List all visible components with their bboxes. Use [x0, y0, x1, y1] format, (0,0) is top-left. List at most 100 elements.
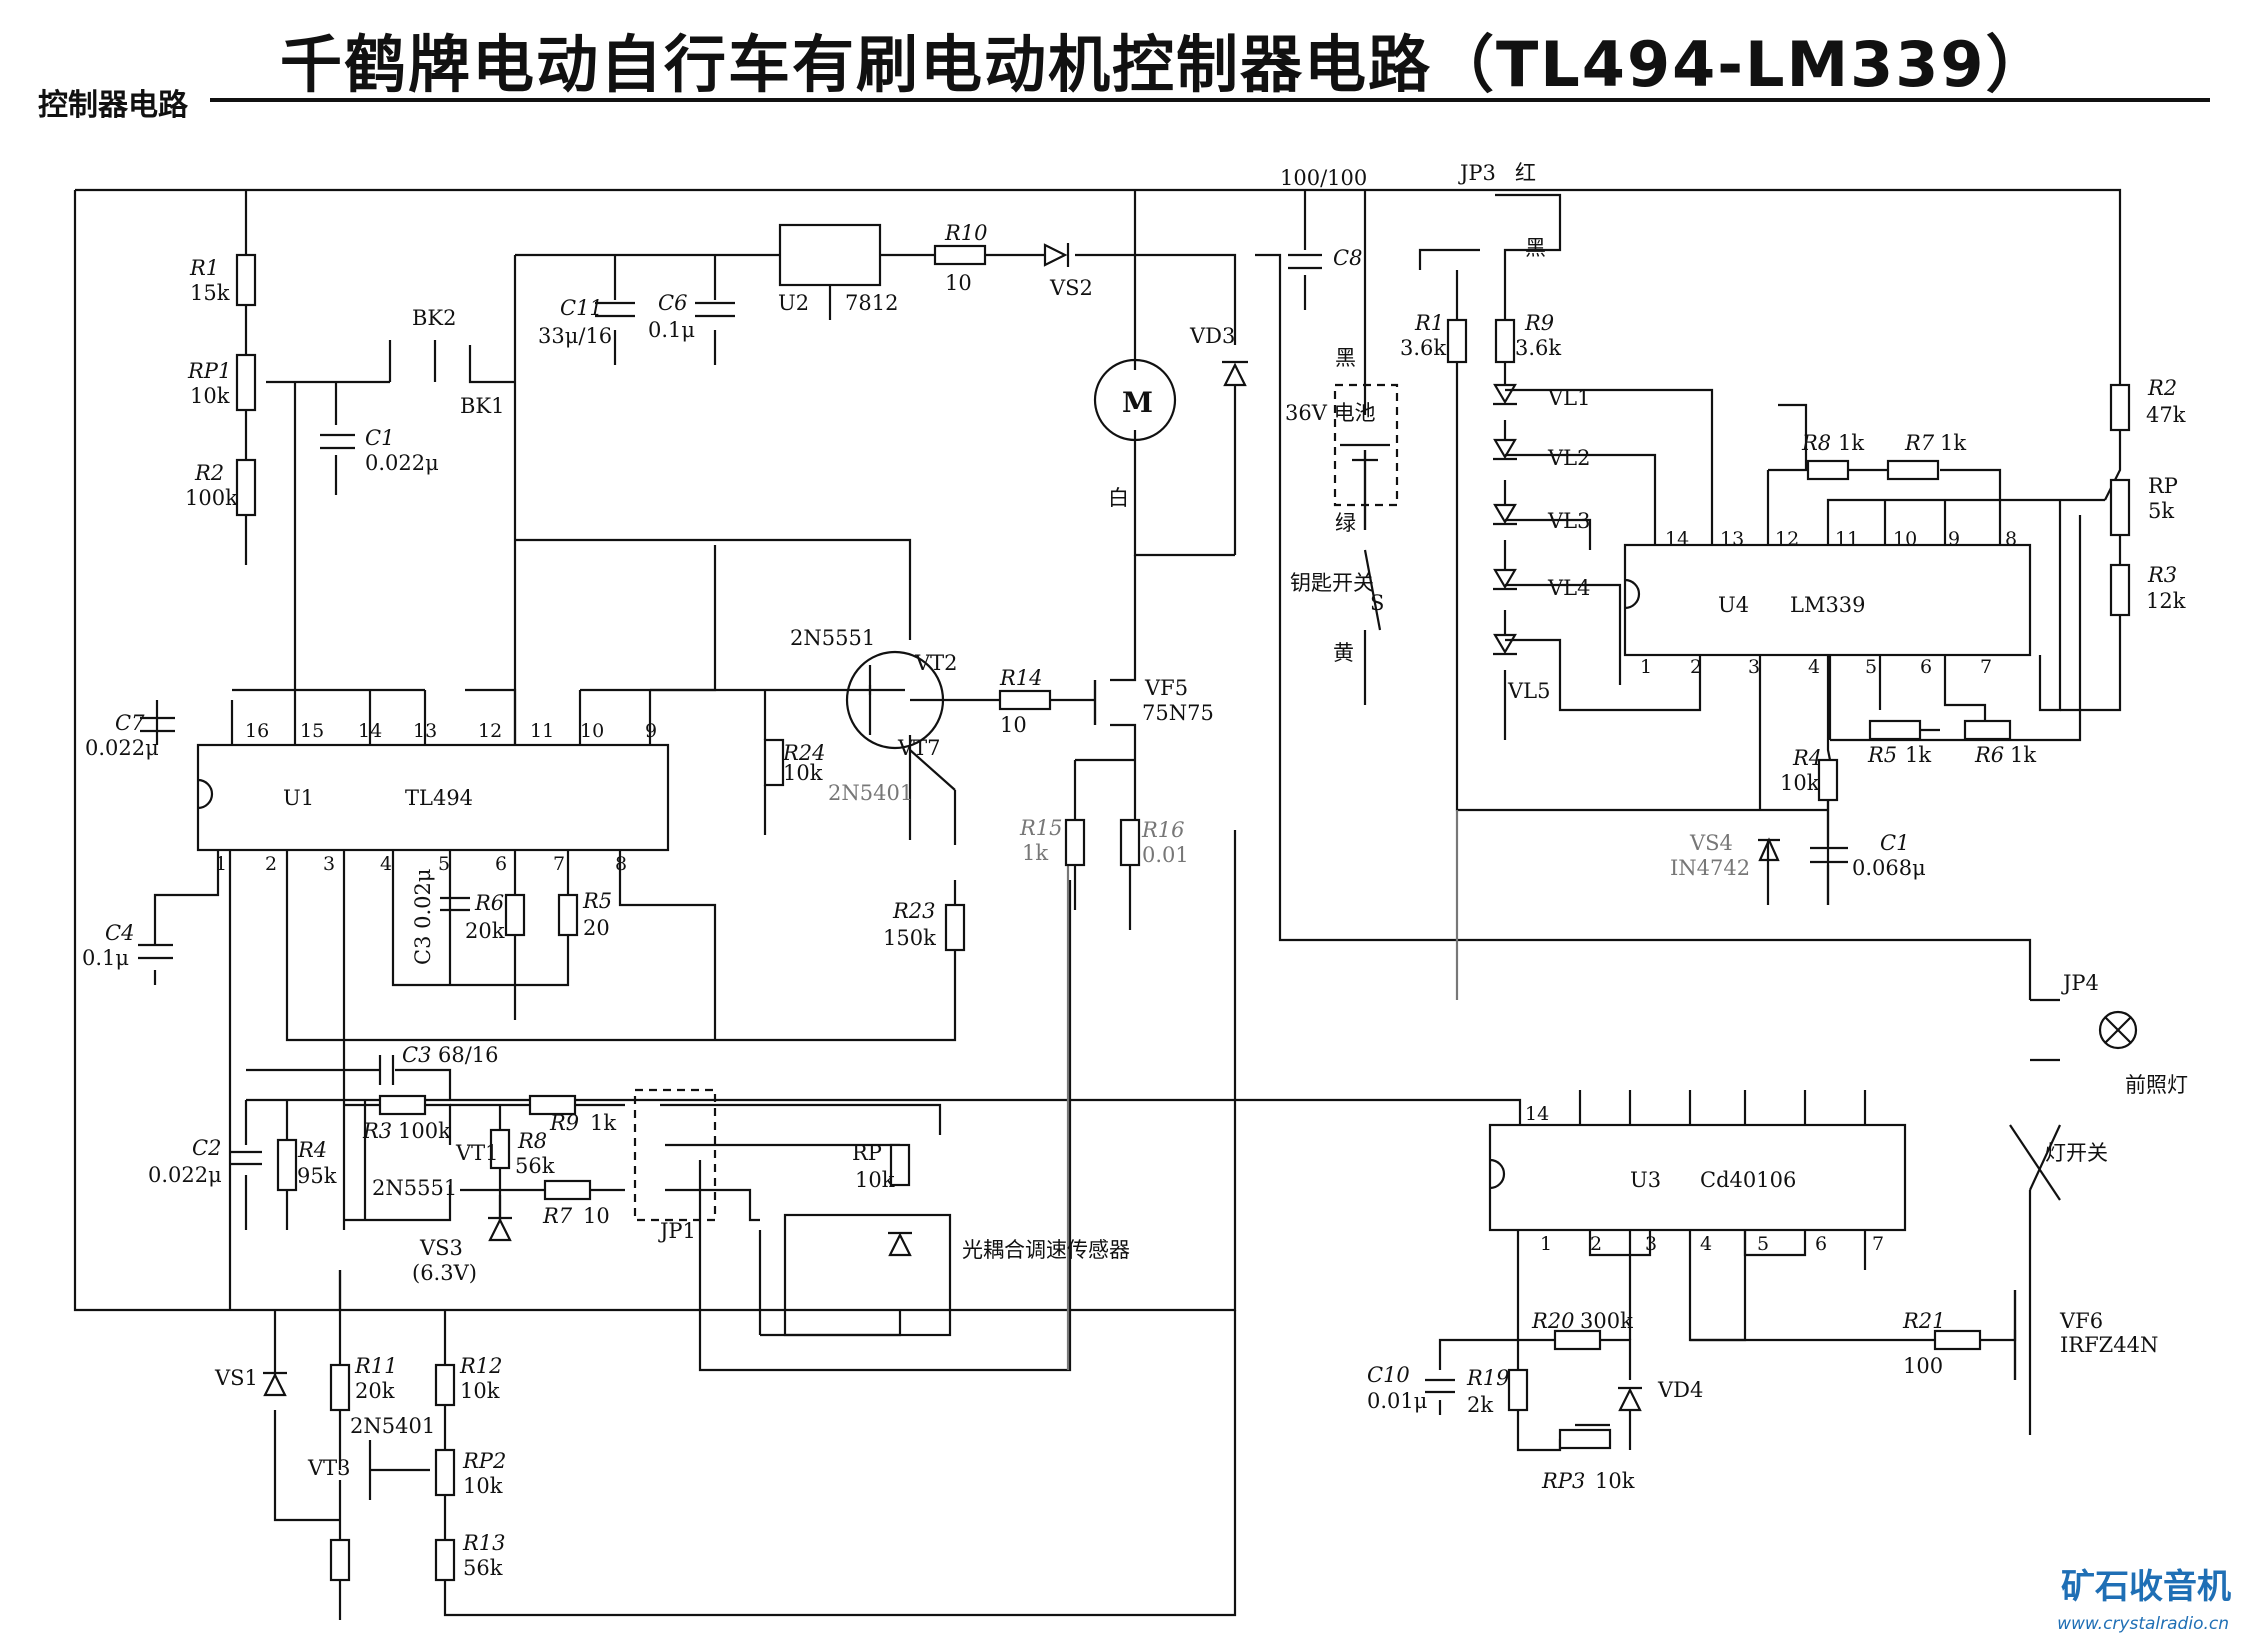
- svg-text:95k: 95k: [297, 1164, 337, 1188]
- svg-text:4: 4: [380, 853, 392, 875]
- svg-text:RP: RP: [2148, 474, 2178, 498]
- svg-text:11: 11: [530, 720, 554, 742]
- svg-text:20k: 20k: [355, 1379, 395, 1403]
- svg-text:14: 14: [1665, 528, 1689, 550]
- svg-text:100: 100: [1903, 1354, 1943, 1378]
- svg-text:10k: 10k: [1595, 1469, 1635, 1493]
- svg-text:VL1: VL1: [1547, 386, 1590, 410]
- svg-text:C7: C7: [115, 711, 145, 735]
- component-labels: R1 15k RP1 10k R2 100k C1 0.022μ BK2 BK1…: [82, 161, 2188, 1580]
- svg-text:10k: 10k: [1780, 771, 1820, 795]
- svg-text:1k: 1k: [590, 1111, 616, 1135]
- svg-text:10: 10: [1893, 528, 1917, 550]
- svg-text:VD4: VD4: [1657, 1378, 1703, 1402]
- svg-text:2N5551: 2N5551: [790, 626, 875, 650]
- svg-text:VS1: VS1: [214, 1366, 258, 1390]
- svg-text:0.022μ: 0.022μ: [148, 1163, 222, 1187]
- svg-text:10: 10: [583, 1204, 610, 1228]
- svg-text:(6.3V): (6.3V): [412, 1261, 477, 1285]
- svg-text:1: 1: [215, 853, 227, 875]
- svg-text:RP2: RP2: [462, 1449, 506, 1473]
- svg-text:56k: 56k: [463, 1556, 503, 1580]
- svg-text:VS4: VS4: [1689, 831, 1733, 855]
- svg-text:0.01: 0.01: [1142, 843, 1189, 867]
- svg-text:1k: 1k: [2010, 743, 2036, 767]
- faded-wires: [1066, 810, 1459, 1370]
- svg-text:5k: 5k: [2148, 499, 2174, 523]
- svg-text:TL494: TL494: [405, 786, 473, 810]
- svg-text:7812: 7812: [845, 291, 898, 315]
- chip-labels: U1 TL494 U2 7812 U3 Cd40106 U4 LM339: [283, 291, 1866, 1192]
- svg-text:6: 6: [1815, 1233, 1827, 1255]
- svg-text:1k: 1k: [1940, 431, 1966, 455]
- svg-text:钥匙开关: 钥匙开关: [1290, 571, 1374, 595]
- svg-text:VT3: VT3: [307, 1456, 351, 1480]
- svg-text:20k: 20k: [465, 919, 505, 943]
- svg-text:VL5: VL5: [1507, 679, 1550, 703]
- u1-top-pins: 16 15 14 13 12 11 10 9: [245, 720, 657, 742]
- svg-text:IRFZ44N: IRFZ44N: [2060, 1333, 2158, 1357]
- svg-text:C3: C3: [402, 1043, 431, 1067]
- svg-text:75N75: 75N75: [1142, 701, 1214, 725]
- svg-text:2: 2: [265, 853, 277, 875]
- svg-text:36V 电池: 36V 电池: [1285, 401, 1376, 425]
- svg-text:灯开关: 灯开关: [2045, 1141, 2108, 1165]
- svg-text:黑: 黑: [1525, 236, 1546, 260]
- svg-text:150k: 150k: [883, 926, 936, 950]
- svg-text:C3 0.02μ: C3 0.02μ: [411, 868, 435, 965]
- svg-text:10: 10: [580, 720, 604, 742]
- svg-text:C11: C11: [560, 296, 603, 320]
- svg-text:3: 3: [1748, 656, 1760, 678]
- svg-text:11: 11: [1835, 528, 1859, 550]
- svg-text:16: 16: [245, 720, 269, 742]
- capacitors: [138, 253, 1848, 1394]
- svg-text:10k: 10k: [190, 384, 230, 408]
- svg-text:LM339: LM339: [1790, 593, 1866, 617]
- svg-text:1: 1: [1640, 656, 1652, 678]
- svg-text:0.022μ: 0.022μ: [365, 451, 439, 475]
- svg-text:R9: R9: [549, 1111, 579, 1135]
- svg-text:7: 7: [1980, 656, 1992, 678]
- svg-text:12k: 12k: [2146, 589, 2186, 613]
- svg-text:7: 7: [553, 853, 565, 875]
- svg-text:1k: 1k: [1905, 743, 1931, 767]
- svg-text:15: 15: [300, 720, 324, 742]
- svg-text:1k: 1k: [1022, 841, 1048, 865]
- svg-text:U3: U3: [1630, 1168, 1661, 1192]
- svg-text:VT1: VT1: [455, 1141, 499, 1165]
- svg-text:C1: C1: [1880, 831, 1909, 855]
- wires: [73, 188, 2122, 1620]
- svg-text:12: 12: [478, 720, 502, 742]
- svg-text:R9: R9: [1524, 311, 1554, 335]
- svg-text:100/100: 100/100: [1280, 166, 1367, 190]
- svg-text:RP: RP: [852, 1141, 882, 1165]
- svg-text:U2: U2: [778, 291, 809, 315]
- svg-text:10k: 10k: [783, 761, 823, 785]
- svg-text:黑: 黑: [1335, 346, 1356, 370]
- svg-text:R16: R16: [1141, 818, 1185, 842]
- svg-text:C1: C1: [365, 426, 394, 450]
- svg-text:300k: 300k: [1580, 1309, 1633, 1333]
- svg-text:R5: R5: [582, 889, 612, 913]
- svg-text:7: 7: [1872, 1233, 1884, 1255]
- svg-text:R23: R23: [892, 899, 936, 923]
- site-url: www.crystalradio.cn: [2057, 1614, 2229, 1634]
- svg-text:13: 13: [413, 720, 437, 742]
- svg-text:14: 14: [358, 720, 382, 742]
- svg-text:光耦合调速传感器: 光耦合调速传感器: [962, 1238, 1130, 1262]
- svg-text:10: 10: [1000, 713, 1027, 737]
- svg-text:R3: R3: [362, 1119, 392, 1143]
- svg-text:RP1: RP1: [187, 359, 231, 383]
- svg-text:R6: R6: [1974, 743, 2004, 767]
- svg-text:VL2: VL2: [1547, 446, 1590, 470]
- svg-text:5: 5: [1865, 656, 1877, 678]
- svg-text:R7: R7: [1904, 431, 1935, 455]
- resistors: [235, 244, 2131, 1582]
- svg-text:0.01μ: 0.01μ: [1367, 1389, 1427, 1413]
- svg-text:2: 2: [1590, 1233, 1602, 1255]
- svg-text:4: 4: [1808, 656, 1820, 678]
- svg-text:R2: R2: [194, 461, 224, 485]
- svg-text:红: 红: [1515, 161, 1536, 185]
- svg-text:C6: C6: [658, 291, 687, 315]
- svg-text:R24: R24: [782, 741, 826, 765]
